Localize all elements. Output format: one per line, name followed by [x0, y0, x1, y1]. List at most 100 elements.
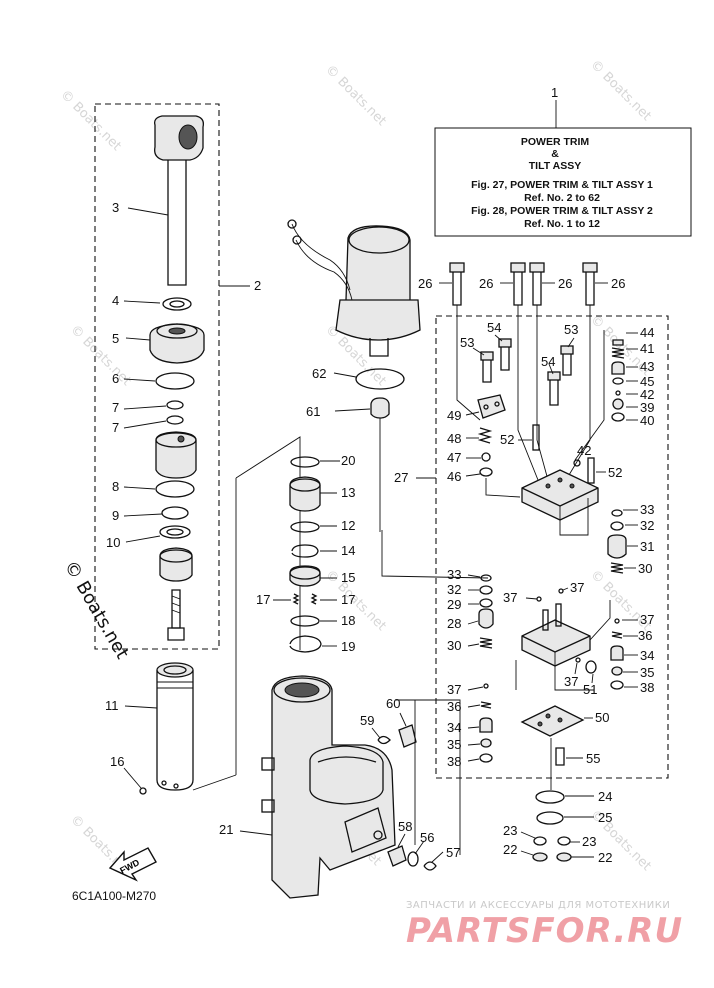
- watermark-large: © Boats.net: [60, 557, 133, 663]
- watermark: © Boats.net: [57, 87, 124, 154]
- callout-17: 17: [256, 592, 270, 607]
- tilt-cylinder-tube: 11 16: [105, 662, 237, 795]
- title-line-3: TILT ASSY: [529, 160, 582, 172]
- title-box: 1 POWER TRIM & TILT ASSY Fig. 27, POWER …: [434, 85, 692, 237]
- callout-7: 7: [112, 400, 119, 415]
- callout-12: 12: [341, 518, 355, 533]
- motor-seal-parts: 62 61: [306, 366, 405, 532]
- bottom-seal-parts: 24 25 23 23 22 22: [503, 789, 612, 865]
- callout-37: 37: [564, 674, 578, 689]
- title-line-5: Ref. No. 2 to 62: [524, 192, 600, 204]
- pump-assembly-group: 53 54 53 54 49 48 47 46 52 52 42: [394, 305, 669, 790]
- callout-43: 43: [640, 359, 654, 374]
- callout-14: 14: [341, 543, 355, 558]
- callout-11: 11: [105, 698, 119, 713]
- watermark: © Boats.net: [322, 567, 389, 634]
- main-housing: 21: [219, 675, 396, 899]
- callout-1: 1: [551, 85, 558, 100]
- banner-brand: PARTSFOR.RU: [406, 911, 683, 951]
- watermark: © Boats.net: [587, 57, 654, 124]
- callout-19: 19: [341, 639, 355, 654]
- callout-55: 55: [586, 751, 600, 766]
- callout-23: 23: [503, 823, 517, 838]
- banner-tagline: ЗАПЧАСТИ И АКСЕССУАРЫ ДЛЯ МОТОТЕХНИКИ: [406, 900, 670, 911]
- callout-25: 25: [598, 810, 612, 825]
- callout-49: 49: [447, 408, 461, 423]
- callout-62: 62: [312, 366, 326, 381]
- tilt-rod-assembly-group: 2 3 4 5 6 7 7 8: [94, 103, 261, 650]
- callout-3: 3: [112, 200, 119, 215]
- callout-60: 60: [386, 696, 400, 711]
- callout-37: 37: [447, 682, 461, 697]
- callout-48: 48: [447, 431, 461, 446]
- diagram-code: 6C1A100-M270: [72, 889, 156, 903]
- callout-23: 23: [582, 834, 596, 849]
- callout-13: 13: [341, 485, 355, 500]
- callout-8: 8: [112, 479, 119, 494]
- callout-42: 42: [577, 443, 591, 458]
- title-line-6: Fig. 28, POWER TRIM & TILT ASSY 2: [471, 205, 653, 217]
- partsfor-banner: ЗАПЧАСТИ И АКСЕССУАРЫ ДЛЯ МОТОТЕХНИКИ PA…: [406, 900, 683, 951]
- callout-10: 10: [106, 535, 120, 550]
- callout-34: 34: [640, 648, 654, 663]
- callout-53: 53: [460, 335, 474, 350]
- callout-54: 54: [541, 354, 555, 369]
- callout-15: 15: [341, 570, 355, 585]
- callout-6: 6: [112, 371, 119, 386]
- callout-47: 47: [447, 450, 461, 465]
- callout-61: 61: [306, 404, 320, 419]
- callout-20: 20: [341, 453, 355, 468]
- callout-40: 40: [640, 413, 654, 428]
- callout-46: 46: [447, 469, 461, 484]
- callout-7: 7: [112, 420, 119, 435]
- callout-27: 27: [394, 470, 408, 485]
- fwd-arrow: FWD: [108, 847, 157, 882]
- callout-52: 52: [500, 432, 514, 447]
- callout-44: 44: [640, 325, 654, 340]
- callout-26: 26: [479, 276, 493, 291]
- callout-30: 30: [638, 561, 652, 576]
- callout-37: 37: [503, 590, 517, 605]
- callout-17: 17: [341, 592, 355, 607]
- callout-28: 28: [447, 616, 461, 631]
- callout-35: 35: [640, 665, 654, 680]
- callout-22: 22: [503, 842, 517, 857]
- callout-16: 16: [110, 754, 124, 769]
- callout-39: 39: [640, 400, 654, 415]
- watermark: © Boats.net: [67, 322, 134, 389]
- callout-34: 34: [447, 720, 461, 735]
- trim-cylinder-parts: 20 13 12 14 15 17 17 18 19: [235, 436, 355, 775]
- title-line-1: POWER TRIM: [521, 136, 589, 148]
- pump-mounting-bolts: 26 26 26 26: [418, 262, 625, 306]
- callout-2: 2: [254, 278, 261, 293]
- callout-51: 51: [583, 682, 597, 697]
- callout-31: 31: [640, 539, 654, 554]
- callout-41: 41: [640, 341, 654, 356]
- callout-26: 26: [418, 276, 432, 291]
- callout-58: 58: [398, 819, 412, 834]
- callout-52: 52: [608, 465, 622, 480]
- callout-33: 33: [640, 502, 654, 517]
- callout-4: 4: [112, 293, 119, 308]
- callout-22: 22: [598, 850, 612, 865]
- callout-37: 37: [640, 612, 654, 627]
- title-line-2: &: [551, 148, 559, 160]
- callout-21: 21: [219, 822, 233, 837]
- callout-37: 37: [570, 580, 584, 595]
- callout-26: 26: [611, 276, 625, 291]
- callout-32: 32: [447, 582, 461, 597]
- callout-30: 30: [447, 638, 461, 653]
- title-line-7: Ref. No. 1 to 12: [524, 218, 600, 230]
- callout-18: 18: [341, 613, 355, 628]
- callout-24: 24: [598, 789, 612, 804]
- callout-56: 56: [420, 830, 434, 845]
- callout-26: 26: [558, 276, 572, 291]
- callout-38: 38: [447, 754, 461, 769]
- callout-29: 29: [447, 597, 461, 612]
- title-line-4: Fig. 27, POWER TRIM & TILT ASSY 1: [471, 179, 653, 191]
- callout-9: 9: [112, 508, 119, 523]
- callout-45: 45: [640, 374, 654, 389]
- watermark: © Boats.net: [322, 62, 389, 129]
- electric-motor: [287, 219, 421, 357]
